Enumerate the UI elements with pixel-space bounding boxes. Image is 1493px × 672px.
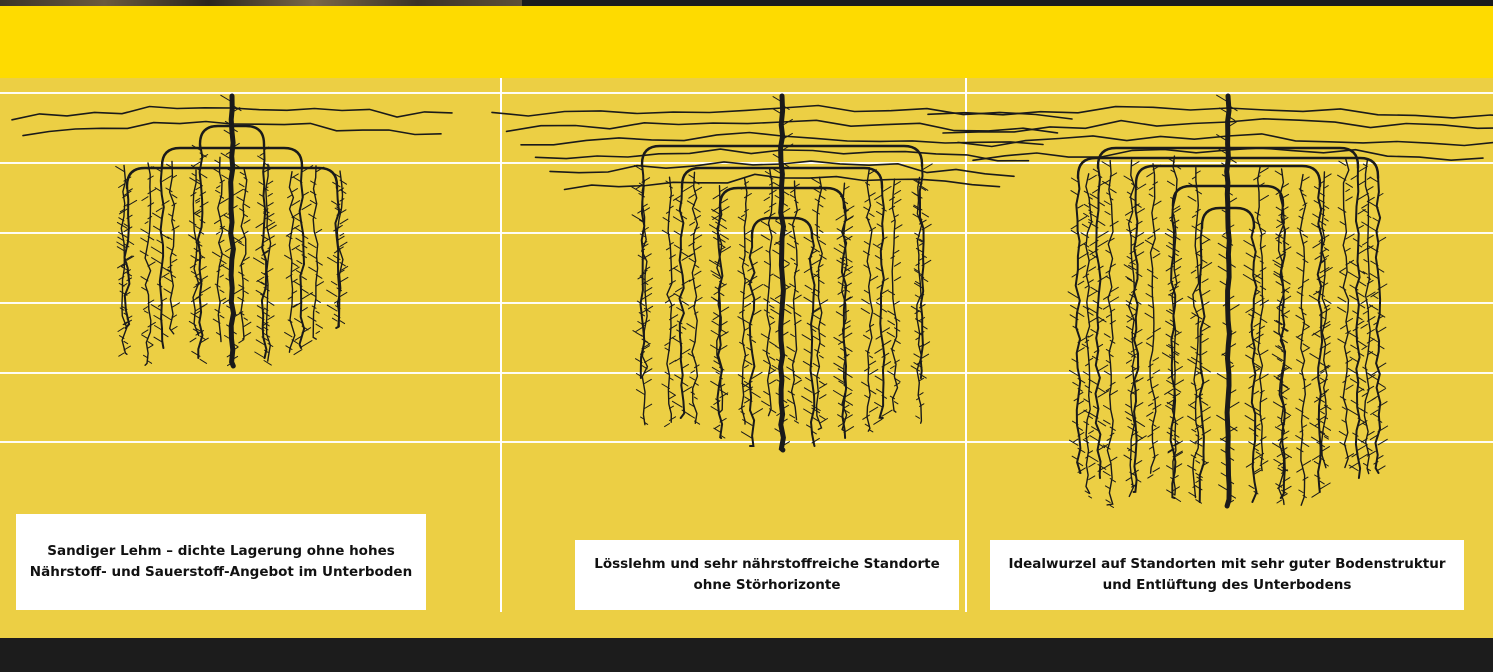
root-system-ideal xyxy=(928,95,1493,507)
root-system-sandy-loam xyxy=(12,95,452,366)
caption-middle: Lösslehm und sehr nährstoffreiche Stando… xyxy=(575,540,959,610)
root-system-loess-loam xyxy=(492,96,1072,450)
caption-left: Sandiger Lehm – dichte Lagerung ohne hoh… xyxy=(16,514,426,610)
header-band xyxy=(0,6,1493,78)
footer-bar xyxy=(0,638,1493,672)
diagram-area: Sandiger Lehm – dichte Lagerung ohne hoh… xyxy=(0,78,1493,638)
caption-right: Idealwurzel auf Standorten mit sehr gute… xyxy=(990,540,1464,610)
